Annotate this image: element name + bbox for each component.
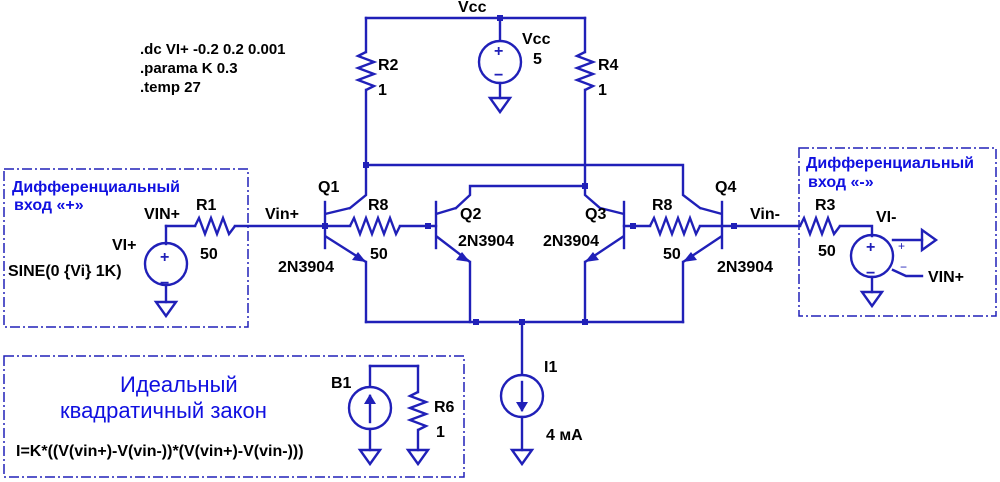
directive-param: .parama K 0.3 bbox=[140, 60, 238, 77]
r6-name: R6 bbox=[434, 399, 455, 416]
r8a-name: R8 bbox=[368, 197, 389, 214]
directive-temp: .temp 27 bbox=[140, 79, 201, 96]
r3-name: R3 bbox=[815, 197, 836, 214]
svg-text:−: − bbox=[494, 67, 503, 84]
svg-text:+: + bbox=[866, 239, 875, 256]
r4-value: 1 bbox=[598, 82, 607, 99]
r4-symbol bbox=[573, 50, 597, 189]
vcc-source-symbol: + − bbox=[477, 39, 523, 115]
collector-wiring bbox=[348, 163, 702, 210]
q3-name: Q3 bbox=[585, 206, 606, 223]
r1-name: R1 bbox=[196, 197, 217, 214]
r4-name: R4 bbox=[598, 57, 619, 74]
ideal-law-title: Идеальный bbox=[120, 372, 238, 397]
svg-text:−: − bbox=[900, 260, 907, 274]
vin-plus-wiring bbox=[164, 214, 438, 238]
r8b-name: R8 bbox=[652, 197, 673, 214]
r1-value: 50 bbox=[200, 246, 218, 263]
q2-model: 2N3904 bbox=[458, 233, 514, 250]
q3-model: 2N3904 bbox=[543, 233, 599, 250]
vin-plus-net-label: Vin+ bbox=[265, 206, 299, 223]
diff-minus-subtitle: вход «-» bbox=[808, 174, 874, 191]
b1-source-symbol bbox=[347, 364, 420, 467]
vin-minus-net-label: Vin- bbox=[750, 206, 780, 223]
i1-source-symbol bbox=[499, 320, 545, 467]
q1-name: Q1 bbox=[318, 179, 339, 196]
svg-text:−: − bbox=[160, 275, 169, 292]
svg-text:+: + bbox=[898, 239, 905, 253]
r8b-value: 50 bbox=[663, 246, 681, 263]
ideal-law-box bbox=[3, 355, 465, 478]
b1-name: B1 bbox=[331, 375, 352, 392]
q4-model: 2N3904 bbox=[717, 259, 773, 276]
vin-plus-net-label-right: VIN+ bbox=[928, 269, 964, 286]
diff-minus-box bbox=[798, 147, 997, 317]
diff-plus-box bbox=[3, 168, 249, 328]
diff-plus-title: Дифференциальный bbox=[12, 179, 180, 196]
vi-minus-name: VI- bbox=[876, 209, 896, 226]
vi-plus-source-symbol: + − bbox=[143, 224, 189, 319]
vi-plus-name: VI+ bbox=[112, 237, 136, 254]
diff-minus-title: Дифференциальный bbox=[806, 155, 974, 172]
diff-plus-subtitle: вход «+» bbox=[14, 197, 84, 214]
ideal-law-subtitle: квадратичный закон bbox=[60, 398, 267, 423]
i1-name: I1 bbox=[544, 359, 557, 376]
r8a-value: 50 bbox=[370, 246, 388, 263]
r3-value: 50 bbox=[818, 243, 836, 260]
q4-symbol bbox=[681, 200, 724, 324]
i1-value: 4 мА bbox=[546, 427, 583, 444]
vin-plus-net-label-left: VIN+ bbox=[144, 206, 180, 223]
r2-symbol bbox=[354, 50, 378, 168]
r6-value: 1 bbox=[436, 424, 445, 441]
emitter-bus bbox=[364, 319, 685, 325]
r2-name: R2 bbox=[378, 57, 399, 74]
q4-name: Q4 bbox=[715, 179, 736, 196]
svg-text:−: − bbox=[866, 265, 875, 282]
svg-text:+: + bbox=[494, 43, 503, 60]
vi-plus-value: SINE(0 {Vi} 1K) bbox=[8, 263, 122, 280]
r6-symbol bbox=[405, 364, 431, 467]
vcc-source-name: Vcc bbox=[522, 31, 551, 48]
ideal-law-formula: I=K*((V(vin+)-V(vin-))*(V(vin+)-V(vin-))… bbox=[16, 443, 304, 460]
q2-name: Q2 bbox=[460, 206, 481, 223]
directive-dc: .dc VI+ -0.2 0.2 0.001 bbox=[140, 41, 286, 58]
vcc-rail bbox=[364, 15, 587, 54]
vin-minus-wiring bbox=[622, 214, 874, 238]
vi-minus-source-symbol: + − + − bbox=[849, 227, 939, 309]
vcc-source-value: 5 bbox=[533, 51, 542, 68]
q1-model: 2N3904 bbox=[278, 259, 334, 276]
svg-text:+: + bbox=[160, 249, 169, 266]
vcc-net-label: Vcc bbox=[458, 0, 487, 16]
r2-value: 1 bbox=[378, 82, 387, 99]
